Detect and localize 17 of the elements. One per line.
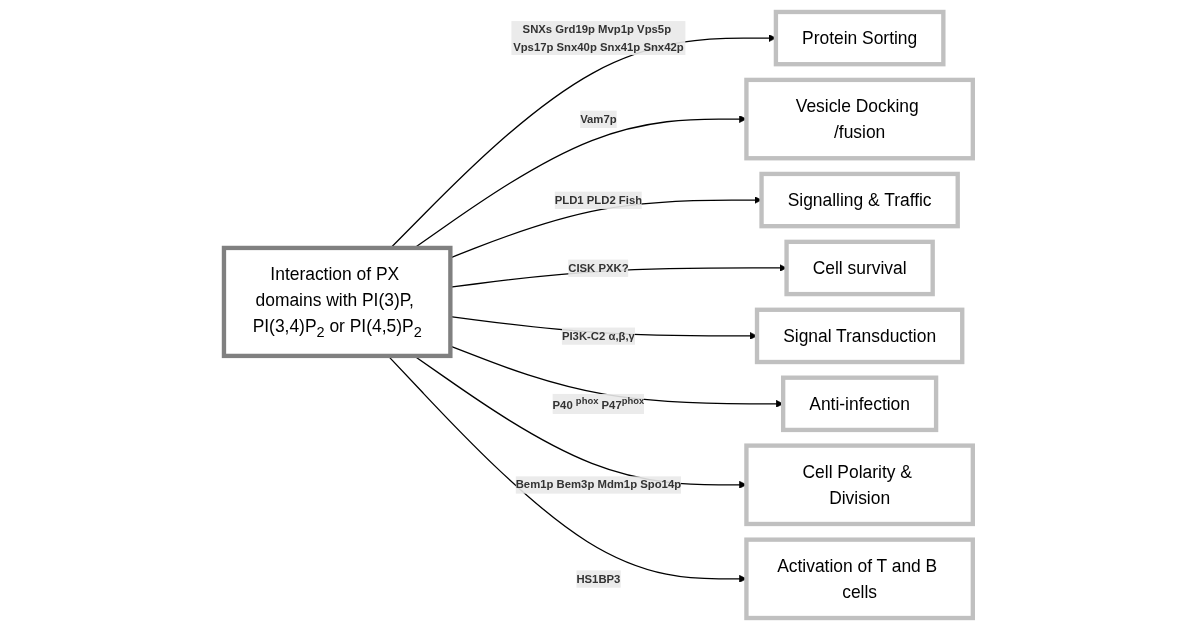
node-box: Cell Polarity & Division [743,442,975,526]
edge-label: PLD1 PLD2 Fish [554,192,642,206]
node-box: Interaction of PX domains with PI(3)P, PI(3,4)P$_{2}$ or PI(4,5)P$_{2}$ [221,245,453,358]
node-box: Cell survival [784,239,935,296]
edge-label: Vam7p [579,111,617,125]
edge-label: SNXs Grd19p Mvp1p Vps5p Vps17p Snx40p Snx41p Snx42p [512,22,684,53]
node-box: Anti-infection [780,375,938,432]
node-box: Protein Sorting [773,9,946,66]
edge-label: Bem1p Bem3p Mdm1p Spo14p [515,477,681,491]
node-box: Activation of T and B cells [743,536,975,620]
node-box: Vesicle Docking /fusion [743,77,975,160]
edge-label: PI3K-C2 α,β,γ [561,328,635,342]
node-box: Signalling & Traffic [758,171,960,228]
node-box: Signal Transduction [754,307,964,364]
edge-label: CISK PXK? [567,260,629,274]
edge-label: P40 $^{phox}$ P47$^{phox}$ [552,395,644,412]
edge-label: HS1BP3 [575,571,621,585]
